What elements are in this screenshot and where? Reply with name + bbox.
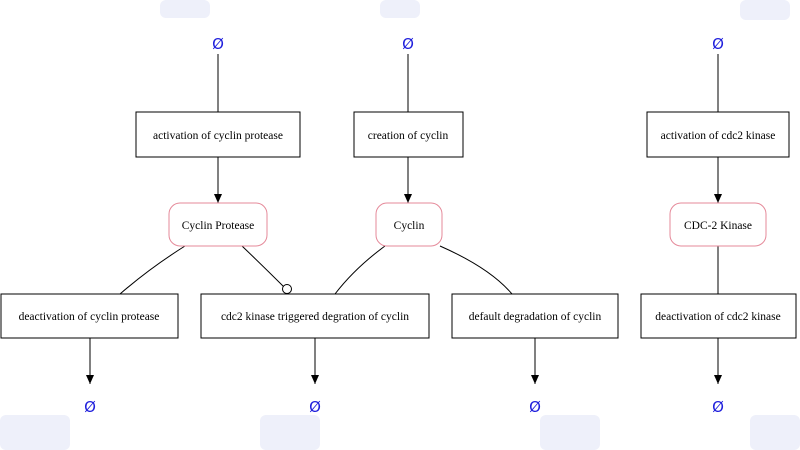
smudge [260, 415, 320, 450]
reaction-box [135, 111, 301, 158]
smudge [380, 0, 420, 18]
reaction-activation-cyclin-protease[interactable]: activation of cyclin protease [135, 111, 301, 158]
reaction-label: creation of cyclin [368, 130, 449, 142]
species-label: Cyclin [394, 220, 425, 232]
species-label: CDC-2 Kinase [684, 220, 752, 232]
species-cyclin-protease[interactable]: Cyclin Protease [168, 202, 268, 247]
source-nodes: Ø Ø Ø [212, 35, 724, 53]
reaction-box [640, 293, 797, 339]
reaction-activation-cdc2-kinase[interactable]: activation of cdc2 kinase [646, 111, 790, 158]
reaction-box [646, 111, 790, 158]
reaction-cdc2-triggered-degradation[interactable]: cdc2 kinase triggered degration of cycli… [200, 293, 430, 339]
edges [86, 54, 722, 384]
reaction-box [451, 293, 619, 339]
empty-set-sink[interactable]: Ø [84, 398, 96, 416]
empty-set-sink[interactable]: Ø [529, 398, 541, 416]
species-node [669, 202, 767, 247]
smudge [740, 0, 790, 20]
reaction-label: deactivation of cyclin protease [19, 311, 160, 323]
reaction-label: deactivation of cdc2 kinase [655, 311, 781, 323]
reaction-box [200, 293, 430, 339]
smudge [160, 0, 210, 18]
reaction-deactivation-cdc2-kinase[interactable]: deactivation of cdc2 kinase [640, 293, 797, 339]
smudge [0, 415, 70, 450]
reaction-creation-of-cyclin[interactable]: creation of cyclin [353, 111, 464, 158]
reaction-label: activation of cyclin protease [153, 130, 283, 142]
reaction-label: cdc2 kinase triggered degration of cycli… [221, 311, 409, 323]
reaction-deactivation-cyclin-protease[interactable]: deactivation of cyclin protease [0, 293, 179, 339]
edge-cyclin-to-default-degradation [439, 245, 513, 295]
empty-set-sink[interactable]: Ø [309, 398, 321, 416]
reaction-default-degradation-cyclin[interactable]: default degradation of cyclin [451, 293, 619, 339]
species-node [168, 202, 268, 247]
empty-set-source[interactable]: Ø [712, 35, 724, 53]
smudge [540, 415, 600, 450]
empty-set-source[interactable]: Ø [402, 35, 414, 53]
sink-nodes: Ø Ø Ø Ø [84, 398, 724, 416]
smudge [750, 415, 800, 450]
reaction-box [353, 111, 464, 158]
species-cdc2-kinase[interactable]: CDC-2 Kinase [669, 202, 767, 247]
species-node [375, 202, 443, 247]
empty-set-sink[interactable]: Ø [712, 398, 724, 416]
edge-cyclin-to-triggered-degradation [334, 245, 386, 295]
modifier-circle-marker [282, 284, 292, 294]
species-label: Cyclin Protease [182, 220, 255, 232]
reaction-label: activation of cdc2 kinase [661, 130, 776, 142]
edge-protease-modifier-degradation [241, 245, 285, 288]
species-cyclin[interactable]: Cyclin [375, 202, 443, 247]
reaction-label: default degradation of cyclin [469, 311, 602, 323]
reaction-box [0, 293, 179, 339]
empty-set-source[interactable]: Ø [212, 35, 224, 53]
edge-protease-to-deactivation [119, 245, 186, 295]
